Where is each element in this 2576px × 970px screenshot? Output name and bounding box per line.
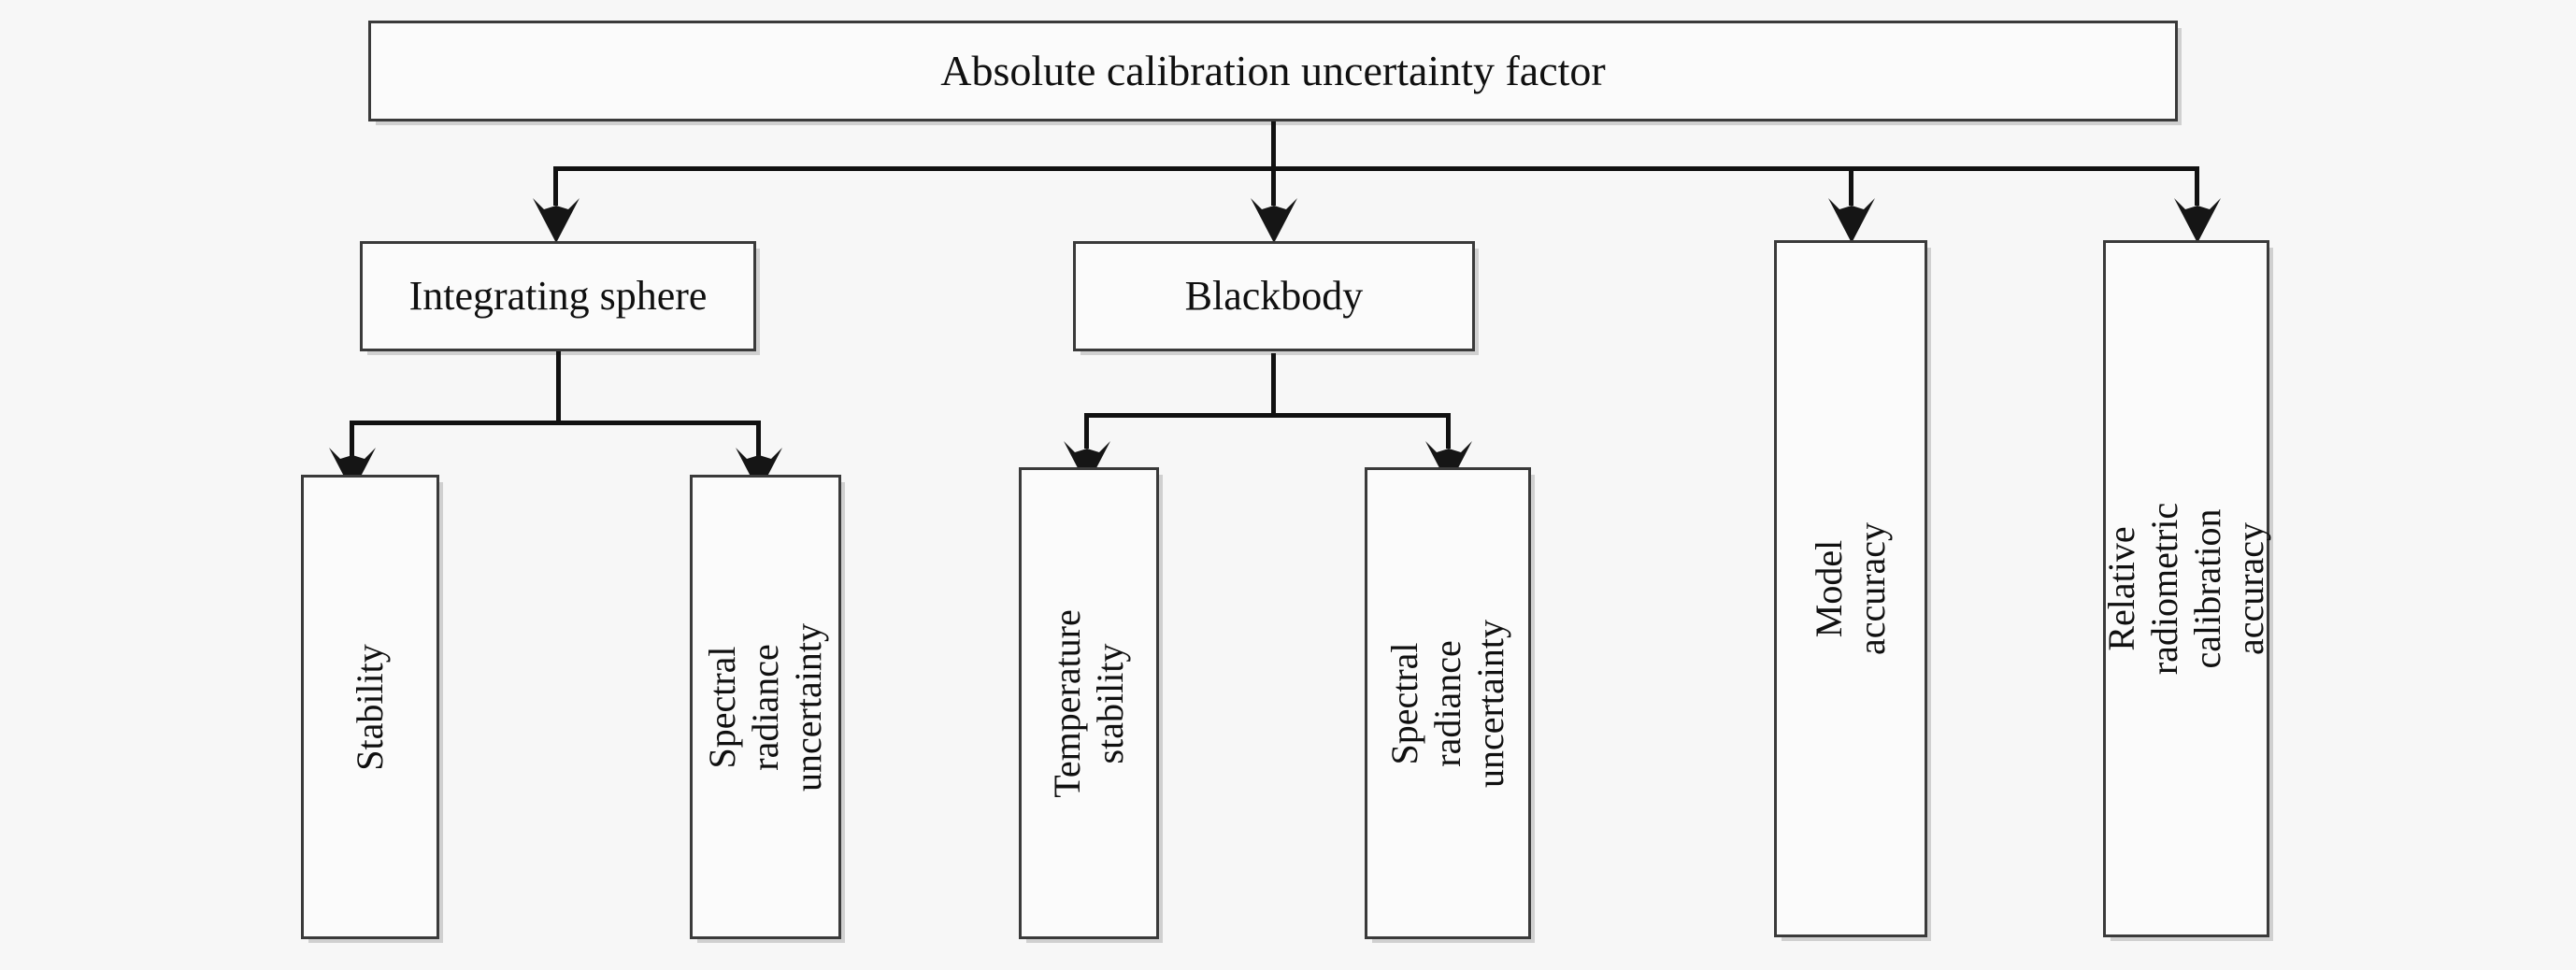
connector-leg-spectral-radiance-blackbody (1446, 413, 1451, 449)
node-stability[interactable]: Stability (301, 475, 439, 939)
node-label: Integrating sphere (408, 273, 708, 320)
connector-leg-temperature-stability (1084, 413, 1089, 449)
node-model-accuracy[interactable]: Model accuracy (1774, 240, 1927, 937)
node-label: Blackbody (1184, 273, 1364, 320)
node-label: Spectral radiance uncertainty (701, 622, 830, 792)
connector-integrating-sphere-stem (556, 351, 561, 424)
connector-leg-model-accuracy (1849, 166, 1853, 206)
connector-leg-blackbody (1271, 166, 1276, 206)
connector-root-stem (1271, 121, 1276, 170)
node-absolute-calibration-uncertainty-factor[interactable]: Absolute calibration uncertainty factor (368, 21, 2178, 121)
node-integrating-sphere[interactable]: Integrating sphere (360, 241, 756, 351)
node-relative-radiometric-calibration-accuracy[interactable]: Relative radiometric calibration accurac… (2100, 240, 2272, 937)
connector-blackbody-stem (1271, 353, 1276, 417)
connector-root-bar (553, 166, 2198, 171)
node-label: Temperature stability (1046, 608, 1131, 798)
connector-blackbody-bar (1084, 413, 1451, 418)
node-label: Stability (348, 643, 391, 771)
node-label: Absolute calibration uncertainty factor (940, 47, 1606, 95)
node-label: Relative radiometric calibration accurac… (2100, 502, 2272, 676)
connector-leg-spectral-radiance-sphere (756, 421, 761, 456)
node-label: Spectral radiance uncertainty (1383, 619, 1512, 788)
node-blackbody[interactable]: Blackbody (1073, 241, 1475, 351)
node-spectral-radiance-uncertainty-sphere[interactable]: Spectral radiance uncertainty (690, 475, 841, 939)
connector-leg-relative-radiometric (2195, 166, 2199, 206)
node-spectral-radiance-uncertainty-blackbody[interactable]: Spectral radiance uncertainty (1365, 467, 1531, 939)
connector-leg-integrating-sphere (553, 166, 558, 206)
node-temperature-stability[interactable]: Temperature stability (1019, 467, 1159, 939)
connector-leg-stability (350, 421, 354, 456)
node-label: Model accuracy (1808, 521, 1893, 656)
connector-integrating-sphere-bar (350, 421, 761, 425)
